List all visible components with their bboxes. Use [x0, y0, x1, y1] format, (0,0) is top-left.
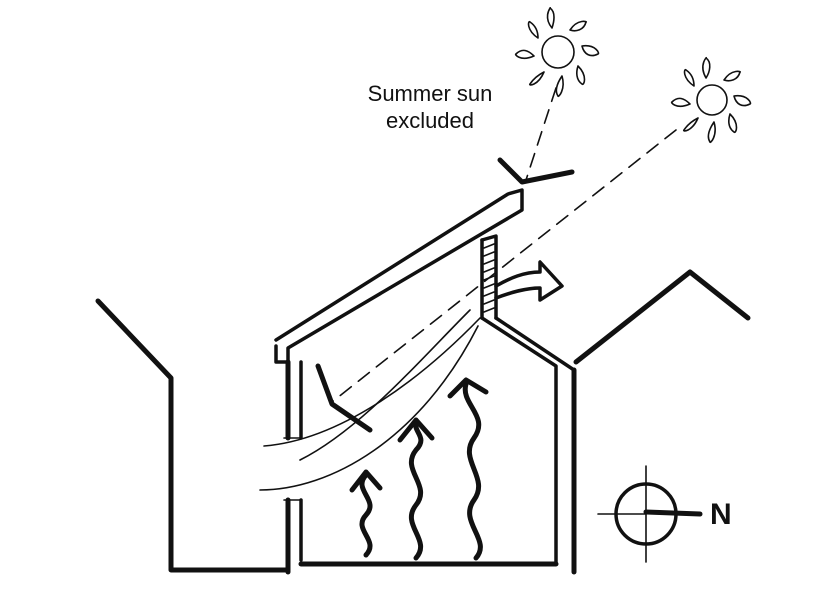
annotation-line-2: excluded: [386, 108, 474, 133]
warm-air-arrow-1: [349, 469, 383, 558]
airflow-line-lower: [259, 325, 479, 491]
airflow-line-upper: [263, 317, 481, 447]
right-roof-outer: [494, 316, 576, 372]
north-label: N: [710, 498, 732, 531]
left-building-outline: [95, 298, 291, 573]
sun-right-icon: [670, 56, 752, 144]
overhang-fin: [497, 157, 575, 185]
interior-reflector: [315, 363, 373, 433]
warm-air-arrow-2: [397, 417, 435, 561]
warm-air-arrow-3: [447, 377, 489, 561]
outflow-arrow-icon: [494, 260, 564, 302]
clerestory-wall: [480, 234, 498, 320]
right-building-outline: [573, 269, 751, 365]
sun-ray-left: [525, 87, 557, 181]
right-roof: [480, 316, 558, 566]
clerestory-vent: [483, 243, 495, 313]
airflow-line-mid: [299, 309, 471, 461]
sun-ray-right: [331, 129, 677, 403]
roof-outer: [274, 188, 524, 364]
sun-left-icon: [514, 6, 600, 98]
house: [274, 188, 576, 575]
compass-icon: [597, 465, 703, 563]
annotation-line-1: Summer sun: [368, 81, 493, 106]
